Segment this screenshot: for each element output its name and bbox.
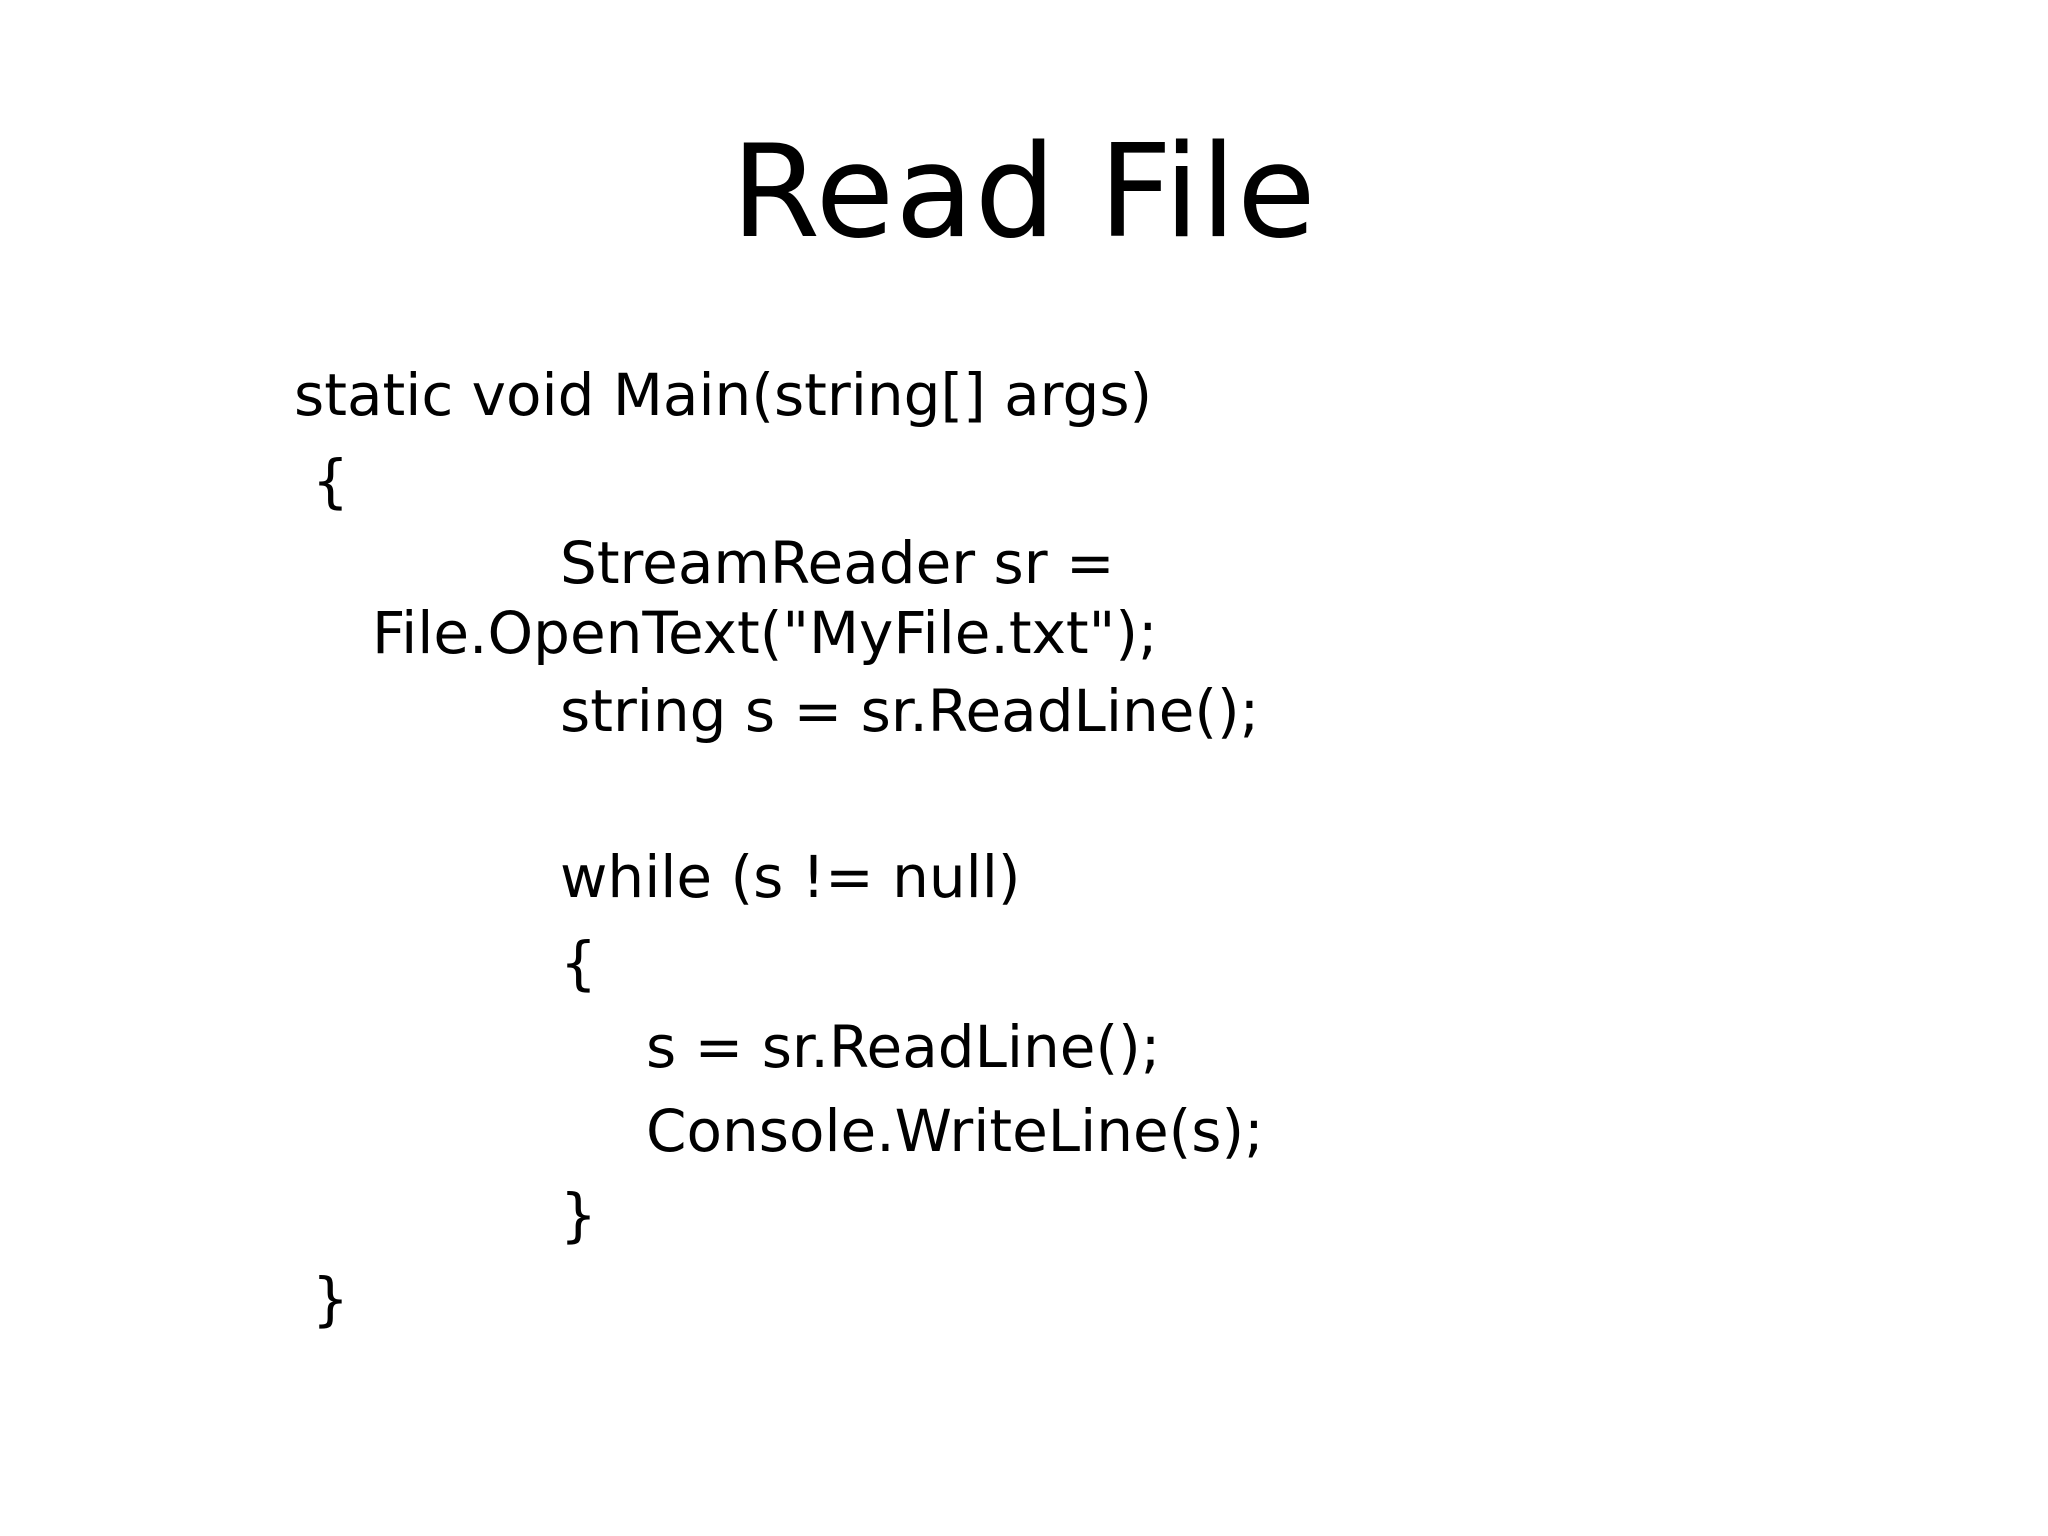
code-line-main-signature: static void Main(string[] args) — [294, 361, 1153, 429]
code-line-open-brace: { — [312, 447, 349, 515]
slide-title: Read File — [731, 118, 1317, 267]
code-line-streamreader: StreamReader sr = — [560, 529, 1115, 597]
code-line-close-brace: } — [312, 1265, 349, 1333]
code-line-console-writeline: Console.WriteLine(s); — [646, 1097, 1264, 1165]
code-line-loop-open-brace: { — [560, 929, 597, 997]
code-line-loop-close-brace: } — [560, 1181, 597, 1249]
code-line-opentext: File.OpenText("MyFile.txt"); — [372, 599, 1158, 667]
code-line-while: while (s != null) — [560, 843, 1021, 911]
code-line-readline-initial: string s = sr.ReadLine(); — [560, 677, 1260, 745]
code-line-loop-readline: s = sr.ReadLine(); — [646, 1013, 1161, 1081]
